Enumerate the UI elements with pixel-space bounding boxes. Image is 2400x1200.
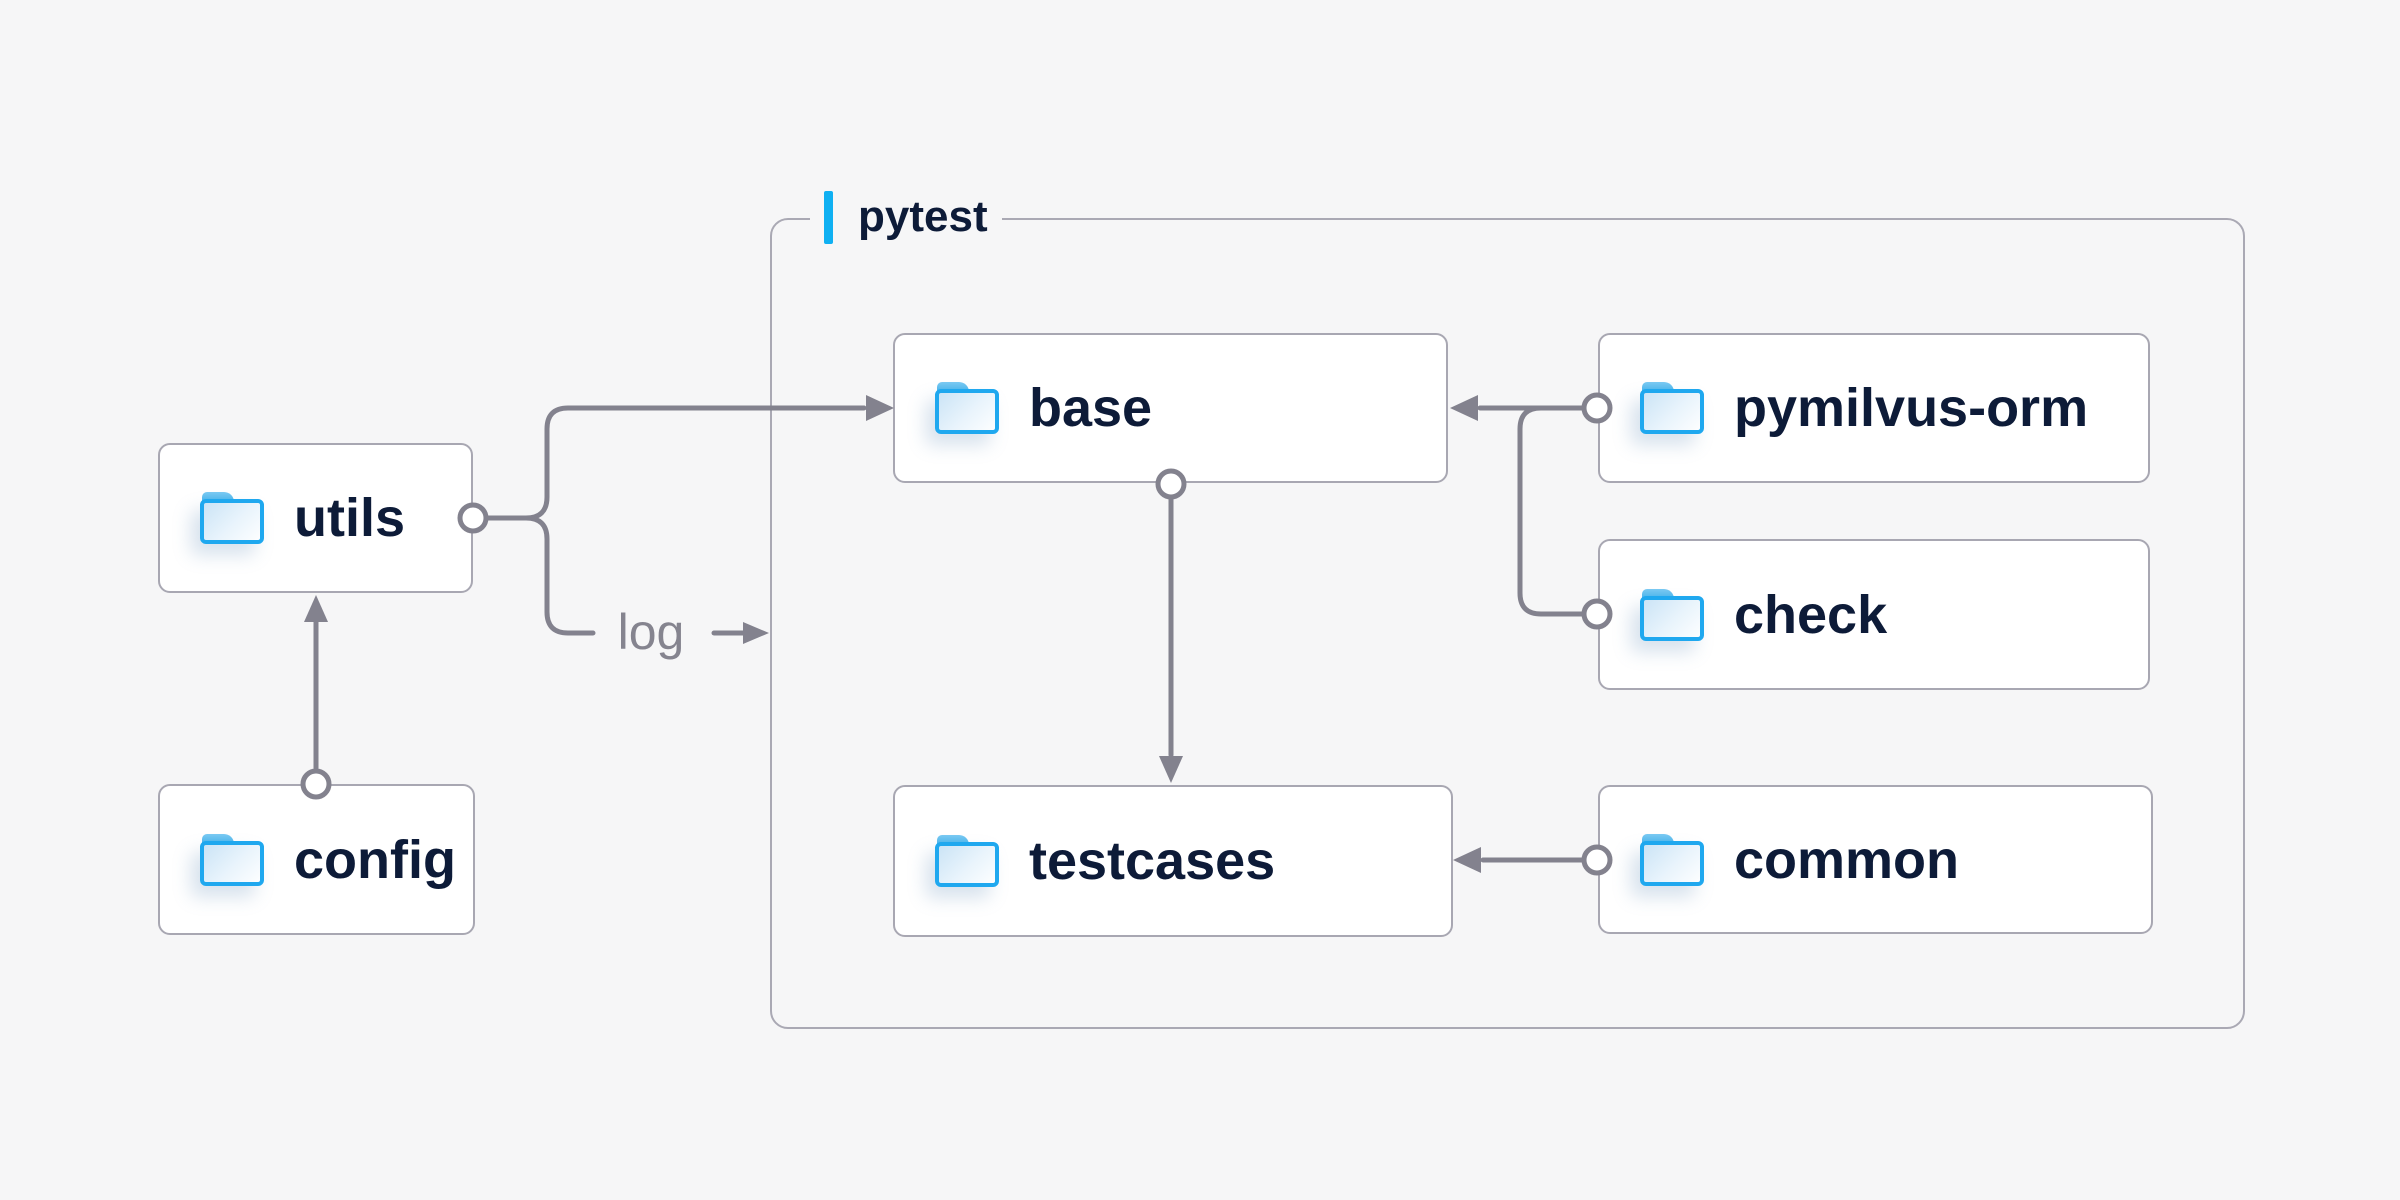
node-pymilvus-orm-label: pymilvus-orm bbox=[1734, 378, 2089, 438]
folder-icon bbox=[1640, 588, 1704, 641]
folder-icon bbox=[1640, 382, 1704, 434]
node-base-label: base bbox=[1029, 378, 1153, 438]
node-testcases-label: testcases bbox=[1029, 831, 1276, 891]
group-pytest-label: pytest bbox=[810, 186, 1002, 248]
node-check-label: check bbox=[1734, 584, 1888, 645]
folder-icon bbox=[200, 833, 264, 886]
node-config: config bbox=[158, 784, 475, 935]
node-utils-label: utils bbox=[294, 488, 406, 548]
accent-bar bbox=[824, 190, 833, 244]
folder-icon bbox=[935, 835, 999, 887]
arrowhead-up-utils bbox=[304, 595, 328, 622]
group-pytest-title: pytest bbox=[858, 192, 988, 241]
node-common: common bbox=[1598, 785, 2153, 934]
node-pymilvus-orm: pymilvus-orm bbox=[1598, 333, 2150, 483]
node-testcases: testcases bbox=[893, 785, 1453, 937]
arrowhead-right-pytest bbox=[743, 622, 769, 644]
folder-icon bbox=[200, 492, 264, 544]
edge-utils-log bbox=[523, 515, 596, 636]
node-common-label: common bbox=[1734, 829, 1960, 890]
folder-icon bbox=[1640, 833, 1704, 886]
folder-icon bbox=[935, 382, 999, 434]
node-config-label: config bbox=[294, 829, 456, 890]
node-base: base bbox=[893, 333, 1448, 483]
node-utils: utils bbox=[158, 443, 473, 593]
edge-label-log: log bbox=[596, 604, 706, 660]
group-pytest bbox=[770, 218, 2245, 1029]
node-check: check bbox=[1598, 539, 2150, 690]
